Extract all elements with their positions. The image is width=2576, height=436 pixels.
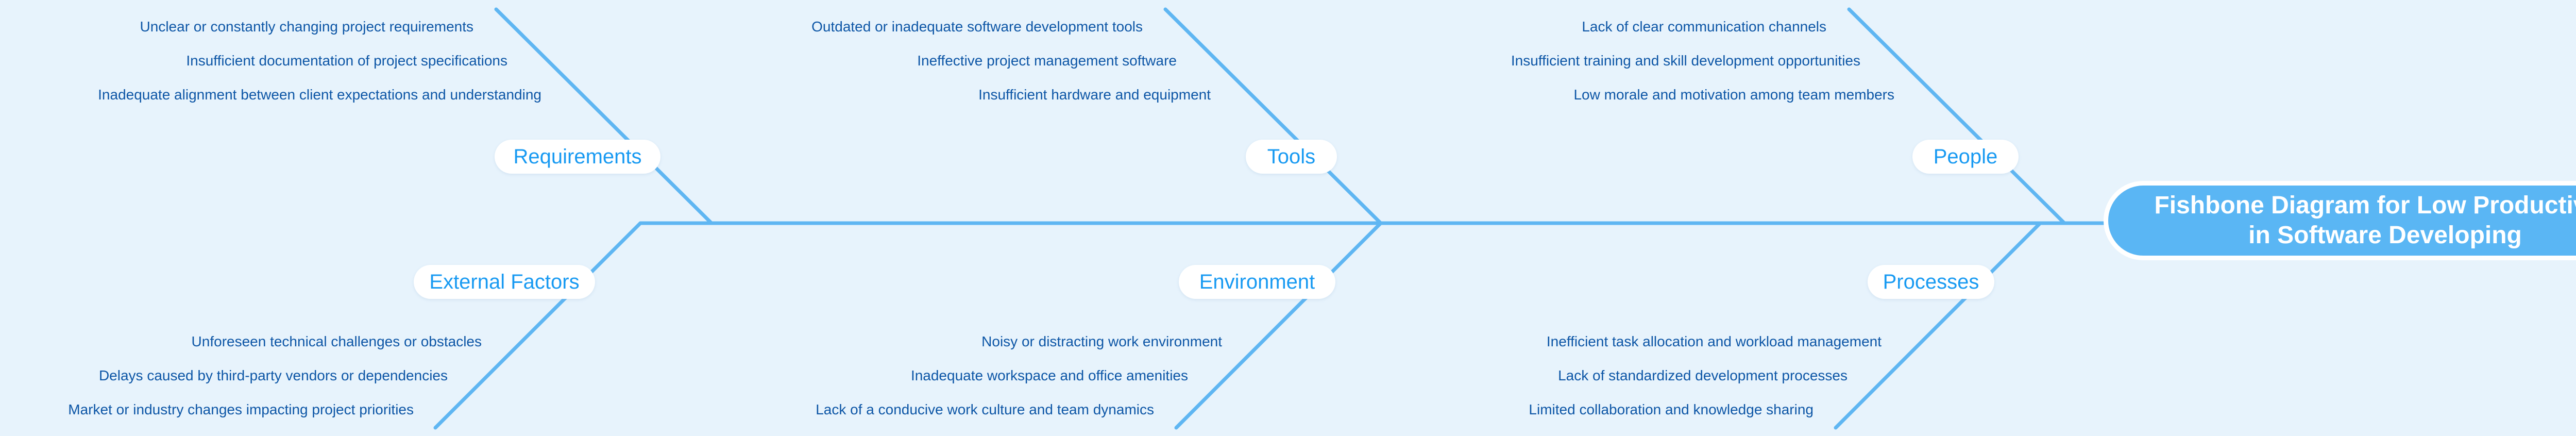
cause-external-factors-3: Market or industry changes impacting pro… (68, 401, 414, 417)
diagram-title-line-1: Fishbone Diagram for Low Productivity (2154, 192, 2576, 219)
category-label-requirements: Requirements (513, 145, 642, 168)
cause-processes-2: Lack of standardized development process… (1558, 367, 1848, 383)
bone-people (1847, 7, 2066, 225)
diagram-title-line-2: in Software Developing (2248, 222, 2522, 249)
category-pill-processes: Processes (1868, 265, 1994, 299)
cause-environment-1: Noisy or distracting work environment (981, 333, 1222, 349)
cause-requirements-3: Inadequate alignment between client expe… (98, 87, 541, 103)
cause-tools-3: Insufficient hardware and equipment (978, 87, 1211, 103)
bone-environment (1174, 221, 1383, 430)
cause-requirements-2: Insufficient documentation of project sp… (186, 53, 507, 69)
cause-people-3: Low morale and motivation among team mem… (1573, 87, 1894, 103)
category-pill-environment: Environment (1179, 265, 1335, 299)
cause-tools-2: Ineffective project management software (917, 53, 1177, 69)
category-label-tools: Tools (1267, 145, 1316, 168)
cause-environment-3: Lack of a conducive work culture and tea… (816, 401, 1154, 417)
cause-people-1: Lack of clear communication channels (1582, 19, 1826, 35)
category-pill-tools: Tools (1246, 140, 1337, 174)
bone-requirements (494, 7, 714, 225)
category-pill-people: People (1912, 140, 2019, 174)
category-label-people: People (1933, 145, 1998, 168)
cause-processes-1: Inefficient task allocation and workload… (1546, 333, 1882, 349)
cause-tools-1: Outdated or inadequate software developm… (811, 19, 1143, 35)
cause-environment-2: Inadequate workspace and office amenitie… (910, 367, 1188, 383)
bone-processes (1834, 221, 2042, 430)
cause-requirements-1: Unclear or constantly changing project r… (140, 19, 473, 35)
diagram-title-box: Fishbone Diagram for Low Productivity in… (2104, 181, 2576, 260)
category-label-external-factors: External Factors (429, 270, 580, 293)
category-label-processes: Processes (1883, 270, 1979, 293)
cause-external-factors-2: Delays caused by third-party vendors or … (98, 367, 448, 383)
cause-external-factors-1: Unforeseen technical challenges or obsta… (191, 333, 482, 349)
category-pill-external-factors: External Factors (414, 265, 595, 299)
bone-external-factors (433, 221, 642, 430)
category-pill-requirements: Requirements (495, 140, 660, 174)
bone-tools (1163, 7, 1383, 225)
cause-people-2: Insufficient training and skill developm… (1511, 53, 1860, 69)
category-label-environment: Environment (1199, 270, 1315, 293)
cause-processes-3: Limited collaboration and knowledge shar… (1529, 401, 1814, 417)
